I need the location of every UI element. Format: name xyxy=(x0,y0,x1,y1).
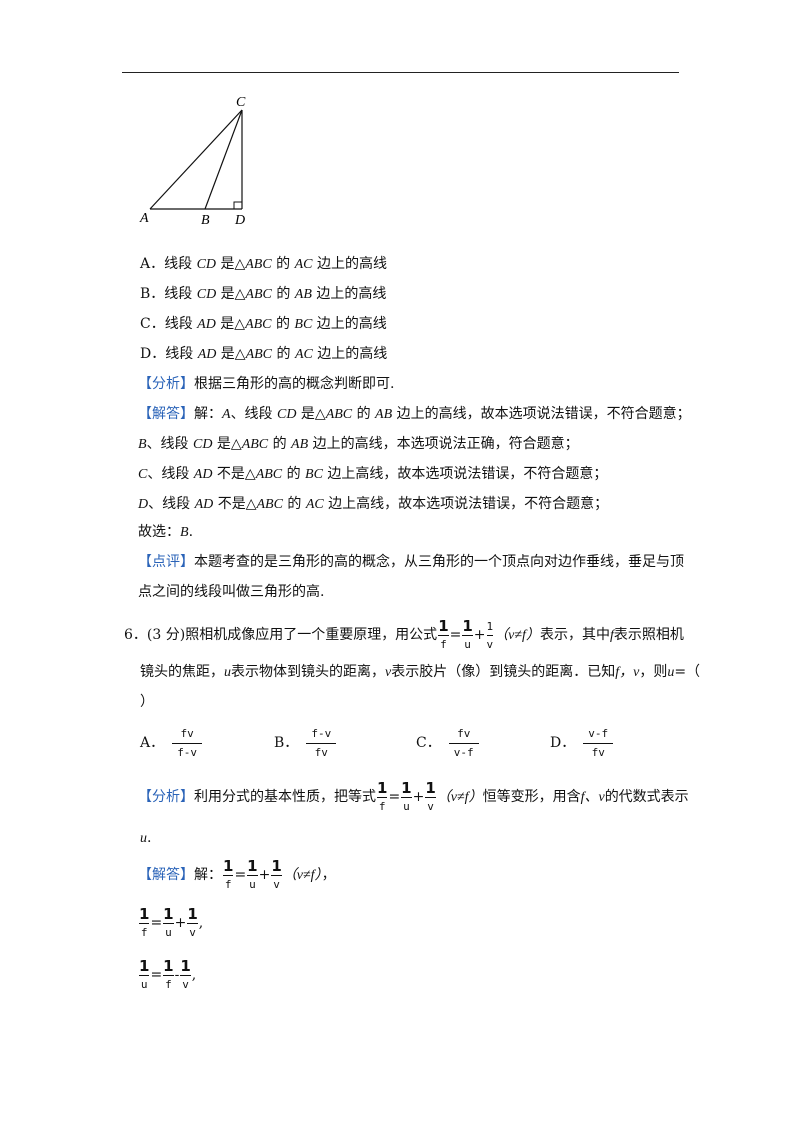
question-6-line3: ） xyxy=(140,694,154,710)
answer-tag: 【解答】 xyxy=(138,406,194,422)
comment-tag: 【点评】 xyxy=(138,554,194,570)
header-rule xyxy=(122,72,679,73)
answer-6-tag: 【解答】 xyxy=(138,867,194,883)
comment-5-line2: 点之间的线段叫做三角形的高. xyxy=(138,584,325,600)
segment-ac xyxy=(149,109,243,210)
analysis-6-tag: 【分析】 xyxy=(138,789,194,805)
analysis-6-line2: u. xyxy=(140,830,152,846)
answer-5-choice: 故选：B. xyxy=(138,524,194,540)
triangle-figure: C A B D xyxy=(139,95,246,228)
label-d: D xyxy=(234,213,245,228)
option-5c: C．线段 AD 是△ABC 的 BC 边上的高线 xyxy=(140,316,387,332)
analysis-5: 【分析】根据三角形的高的概念判断即可. xyxy=(138,376,395,392)
label-a: A xyxy=(139,211,149,226)
label-c: C xyxy=(236,95,246,110)
option-5a: A．线段 CD 是△ABC 的 AC 边上的高线 xyxy=(140,256,387,272)
answer-5-line3: C、线段 AD 不是△ABC 的 BC 边上高线，故本选项说法错误，不符合题意； xyxy=(138,466,608,482)
answer-5-line4: D、线段 AD 不是△ABC 的 AC 边上高线，故本选项说法错误，不符合题意； xyxy=(138,496,609,512)
question-6-line2: 镜头的焦距，u表示物体到镜头的距离，v表示胶片（像）到镜头的距离．已知f，v，则… xyxy=(140,664,701,680)
label-b: B xyxy=(201,213,210,228)
right-angle-mark xyxy=(233,201,242,209)
option-5b: B．线段 CD 是△ABC 的 AB 边上的高线 xyxy=(140,286,387,302)
option-5d: D．线段 AD 是△ABC 的 AC 边上的高线 xyxy=(140,346,388,362)
segment-bc xyxy=(204,109,243,210)
answer-5-line1: 【解答】解：A、线段 CD 是△ABC 的 AB 边上的高线，故本选项说法错误，… xyxy=(138,406,691,422)
analysis-tag: 【分析】 xyxy=(138,376,194,392)
comment-5-line1: 【点评】本题考查的是三角形的高的概念，从三角形的一个顶点向对边作垂线，垂足与顶 xyxy=(138,554,684,570)
answer-5-line2: B、线段 CD 是△ABC 的 AB 边上的高线，本选项说法正确，符合题意； xyxy=(138,436,579,452)
